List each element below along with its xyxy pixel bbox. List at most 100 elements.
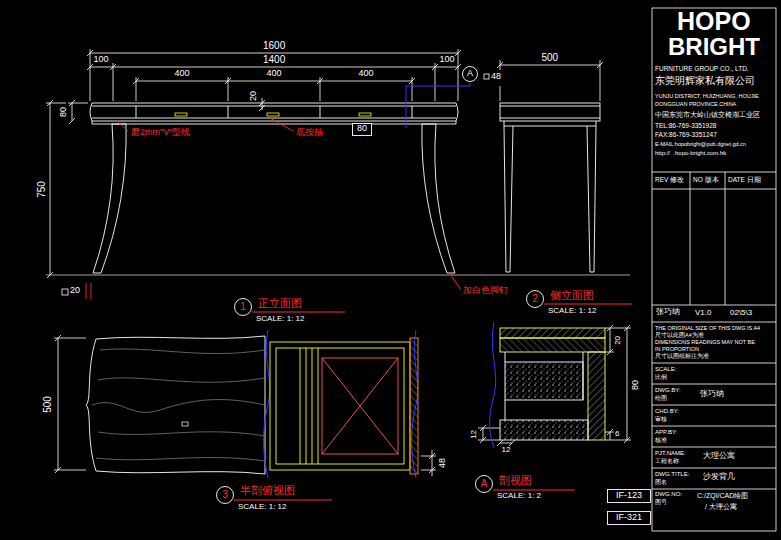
title-block-text: V1.0 xyxy=(695,309,711,318)
box-outline xyxy=(353,123,372,135)
title-block-text: CHD.BY: xyxy=(655,408,679,415)
table-side-elevation xyxy=(587,126,596,272)
node-label: 80 xyxy=(357,124,367,133)
node-label: 3 xyxy=(222,490,228,501)
marker-circle xyxy=(527,291,544,308)
dimension-lines xyxy=(54,335,86,473)
node-label: 2 xyxy=(532,294,538,305)
wood-grain xyxy=(182,422,188,426)
dimension-symbols xyxy=(62,289,68,295)
dimension-symbols xyxy=(62,74,489,295)
title-block-text: YUNJU DISTRICT, HUIZHUANG, HOUJIE xyxy=(655,93,759,99)
dimension-lines xyxy=(87,49,461,101)
view-title: 正立面图 xyxy=(258,297,302,309)
dimension-text: 20 xyxy=(249,91,259,101)
title-block-text: 张巧纳 xyxy=(656,308,680,317)
drawer-opening xyxy=(322,358,398,454)
section-cut-line xyxy=(406,83,470,128)
sheet-reference-box: IF-321 xyxy=(607,511,651,525)
node-label: IF-321 xyxy=(616,513,642,522)
title-block-text: 审核 xyxy=(655,416,667,423)
wood-grain xyxy=(98,378,265,382)
leader-line xyxy=(270,118,293,131)
drawer-opening xyxy=(322,358,398,454)
table-top-plan xyxy=(86,336,265,474)
title-block-text: THE ORIGINAL SIZE OF THIS DWG IS A4 xyxy=(655,325,760,331)
edge-section-detail xyxy=(500,420,588,440)
dimension-lines xyxy=(133,77,415,101)
view-number: 3 xyxy=(216,486,234,504)
leader-line xyxy=(117,121,128,131)
dimension-lines xyxy=(478,425,500,443)
title-block-frame xyxy=(652,172,776,489)
title-block-text: 大理公寓 xyxy=(703,452,735,461)
title-block-frame xyxy=(652,8,776,531)
edge-section-detail xyxy=(505,352,583,420)
view-number: 2 xyxy=(526,290,544,308)
table-side-elevation xyxy=(504,126,513,272)
title-block-text: SCALE: xyxy=(655,366,676,373)
view-number: A xyxy=(475,475,493,493)
logo-text: HOPO xyxy=(677,8,751,36)
break-line xyxy=(264,322,496,478)
edge-section-detail xyxy=(500,328,605,338)
dimension-text: 48 xyxy=(438,458,448,468)
title-block-text: http:// .hopo-bright.com.hk xyxy=(655,150,726,157)
leg-section xyxy=(410,338,418,474)
dimension-symbols xyxy=(484,74,489,79)
view-number: 1 xyxy=(234,298,252,316)
drawer-handle xyxy=(267,113,279,116)
drawer-opening xyxy=(322,358,398,454)
title-block-text: 比例 xyxy=(655,374,667,381)
dimension-text: 1400 xyxy=(263,54,285,65)
title-block-text: 工程名称 xyxy=(655,458,679,465)
title-block-text: 绘图 xyxy=(655,395,667,402)
floor-line xyxy=(46,275,630,276)
table-front-elevation xyxy=(422,124,455,273)
wood-grain xyxy=(92,349,265,461)
dimension-text: 48 xyxy=(491,72,501,82)
marker-circle xyxy=(476,476,493,493)
dimension-text: 500 xyxy=(41,396,52,413)
edge-section-detail xyxy=(588,352,605,440)
edge-section-detail xyxy=(500,338,605,352)
wood-grain xyxy=(100,349,265,354)
marker-circle xyxy=(217,487,234,504)
dimension-text: 400 xyxy=(267,69,282,79)
title-block-text: 张巧纳 xyxy=(700,390,724,399)
title-block-frame xyxy=(652,8,776,531)
title-block-text: DWG.NO: xyxy=(655,491,682,498)
title-block-text: REV 修改 xyxy=(655,176,684,183)
scale-note: SCALE: 1: 12 xyxy=(548,307,596,316)
title-block-text: E-MAIL:hopobright@pub.dgnet.gd.cn xyxy=(655,141,746,147)
box-outline xyxy=(608,512,651,525)
drawer-handle xyxy=(359,113,371,116)
dimension-text: 12 xyxy=(470,429,479,438)
title-block-text: 尺寸以此图A4为准 xyxy=(655,332,704,338)
title-block-text: 尺寸以图纸标注为准 xyxy=(655,353,709,359)
edge-section-detail xyxy=(505,362,583,400)
leader-line xyxy=(86,283,91,299)
node-label: A xyxy=(467,69,473,78)
table-front-elevation xyxy=(92,106,456,124)
dimension-lines xyxy=(605,325,631,443)
title-block-text: IN PROPORTION xyxy=(655,346,699,352)
dimension-text: 1600 xyxy=(263,40,285,51)
table-top-plan xyxy=(86,336,265,474)
dimension-lines xyxy=(46,100,66,278)
view-title-underline xyxy=(234,500,332,501)
table-front-elevation xyxy=(93,124,126,273)
dimension-text: 750 xyxy=(35,181,46,198)
title-block-text: 02\5\3 xyxy=(730,309,752,318)
leader-line xyxy=(450,274,461,290)
callout-note: 加白色脚钉 xyxy=(463,286,508,296)
wood-grain xyxy=(92,400,265,413)
dimension-lines xyxy=(68,100,88,124)
title-block-text: 沙发背几 xyxy=(703,473,735,482)
title-block-text: 中国东莞市大岭山镇交椅湖工业区 xyxy=(655,111,760,119)
drawer-handle xyxy=(175,113,371,116)
section-marker: A xyxy=(462,66,478,82)
floor-line xyxy=(46,275,630,276)
title-block-text: DATE 日期 xyxy=(728,176,761,183)
dimension-lines xyxy=(605,429,614,440)
